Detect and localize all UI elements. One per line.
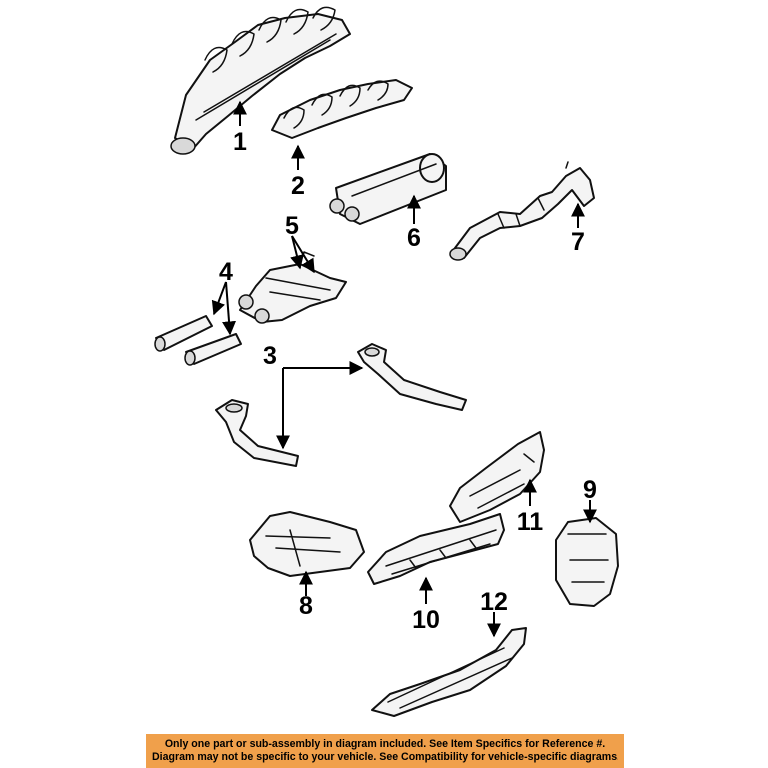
leader-lines bbox=[211, 100, 597, 638]
callout-10: 10 bbox=[412, 606, 440, 634]
callout-1: 1 bbox=[233, 128, 247, 156]
callout-4: 4 bbox=[219, 258, 233, 286]
callout-5: 5 bbox=[285, 212, 299, 240]
callout-7: 7 bbox=[571, 228, 585, 256]
callout-numbers: 1 2 3 4 5 6 7 8 9 10 11 12 bbox=[219, 128, 597, 634]
part-10-heat-shield bbox=[367, 513, 505, 585]
part-3-front-pipes bbox=[215, 343, 467, 467]
part-8-heat-shield bbox=[249, 511, 365, 577]
callout-9: 9 bbox=[583, 476, 597, 504]
part-2-exhaust-manifold-right bbox=[271, 79, 413, 139]
callout-11: 11 bbox=[517, 508, 544, 536]
callout-12: 12 bbox=[480, 588, 508, 616]
disclaimer-banner: Only one part or sub-assembly in diagram… bbox=[146, 734, 624, 768]
part-12-heat-shield bbox=[371, 627, 527, 717]
part-4-pipe-extensions bbox=[154, 315, 242, 366]
disclaimer-line-1: Only one part or sub-assembly in diagram… bbox=[164, 738, 606, 750]
callout-6: 6 bbox=[407, 224, 421, 252]
part-1-exhaust-manifold-left bbox=[170, 6, 351, 155]
part-7-tailpipe bbox=[449, 161, 595, 261]
part-9-heat-shield bbox=[555, 517, 619, 607]
part-6-muffler bbox=[329, 153, 447, 225]
callout-3: 3 bbox=[263, 342, 277, 370]
callout-2: 2 bbox=[291, 172, 305, 200]
part-11-heat-shield bbox=[449, 431, 545, 523]
disclaimer-line-2: Diagram may not be specific to your vehi… bbox=[152, 751, 618, 763]
callout-8: 8 bbox=[299, 592, 313, 620]
part-5-catalytic-converter bbox=[238, 251, 347, 324]
